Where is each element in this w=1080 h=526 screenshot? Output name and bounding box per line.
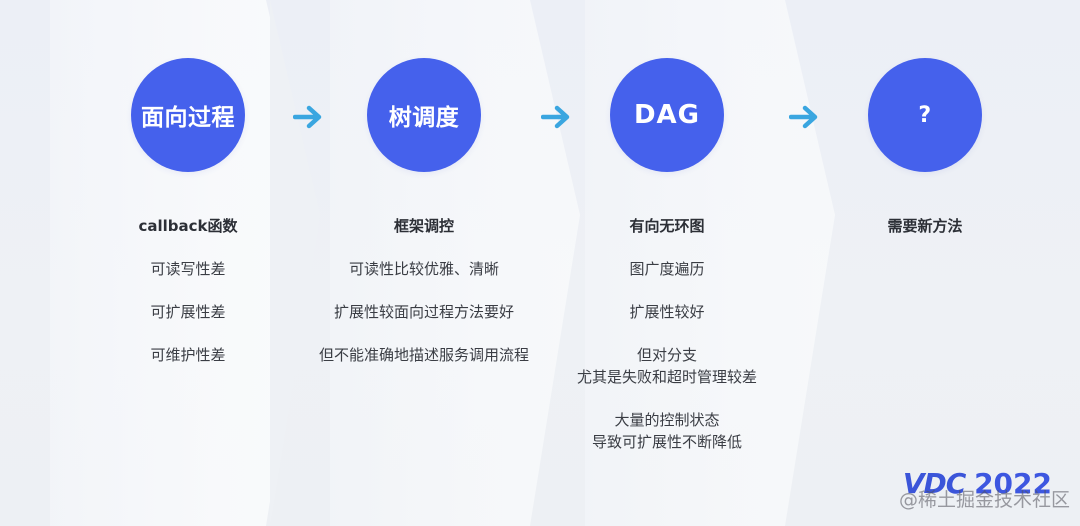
stage-description: 需要新方法: [775, 214, 1075, 258]
stage-description: callback函数 可读写性差 可扩展性差 可维护性差: [38, 214, 338, 387]
stage-circle: DAG: [610, 58, 724, 172]
stage-description: 框架调控 可读性比较优雅、清晰 扩展性较面向过程方法要好 但不能准确地描述服务调…: [274, 214, 574, 387]
stage-procedural: 面向过程 callback函数 可读写性差 可扩展性差 可维护性差: [131, 0, 245, 526]
stage-dag: DAG 有向无环图 图广度遍历 扩展性较好 但对分支 尤其是失败和超时管理较差 …: [577, 0, 757, 526]
stage-new-method: ? 需要新方法: [868, 0, 982, 526]
stage-circle-label: DAG: [633, 100, 701, 130]
stage-title: 有向无环图: [629, 217, 705, 235]
stage-point: 可扩展性差: [150, 303, 226, 321]
stage-point: 扩展性较好: [629, 303, 705, 321]
watermark: @稀土掘金技术社区: [898, 489, 1070, 511]
logo-brand: VDC: [902, 467, 966, 500]
stage-point: 可维护性差: [150, 346, 226, 364]
vdc-2022-logo: VDC 2022: [903, 467, 1052, 500]
stage-title: callback函数: [138, 217, 238, 235]
stage-title: 框架调控: [393, 217, 454, 235]
stage-circle-label: 树调度: [388, 105, 460, 131]
logo-year: 2022: [974, 467, 1052, 500]
stage-circle: ?: [868, 58, 982, 172]
stage-title: 需要新方法: [887, 217, 963, 235]
stage-point: 可读性比较优雅、清晰: [348, 260, 499, 278]
arrow-right-icon: [541, 105, 570, 129]
question-mark-icon: ?: [918, 102, 932, 128]
stage-point: 图广度遍历: [629, 260, 705, 278]
stage-point: 但不能准确地描述服务调用流程: [318, 346, 529, 364]
stage-circle: 树调度: [367, 58, 481, 172]
stage-point: 但对分支 尤其是失败和超时管理较差: [576, 346, 757, 386]
arrow-right-icon: [789, 105, 818, 129]
stage-description: 有向无环图 图广度遍历 扩展性较好 但对分支 尤其是失败和超时管理较差 大量的控…: [517, 214, 817, 474]
stage-point: 扩展性较面向过程方法要好: [333, 303, 514, 321]
stage-circle-label: 面向过程: [141, 105, 235, 131]
arrow-right-icon: [293, 105, 322, 129]
stage-tree-scheduling: 树调度 框架调控 可读性比较优雅、清晰 扩展性较面向过程方法要好 但不能准确地描…: [319, 0, 529, 526]
stage-point: 可读写性差: [150, 260, 226, 278]
stage-point: 大量的控制状态 导致可扩展性不断降低: [591, 411, 742, 451]
stage-circle: 面向过程: [131, 58, 245, 172]
